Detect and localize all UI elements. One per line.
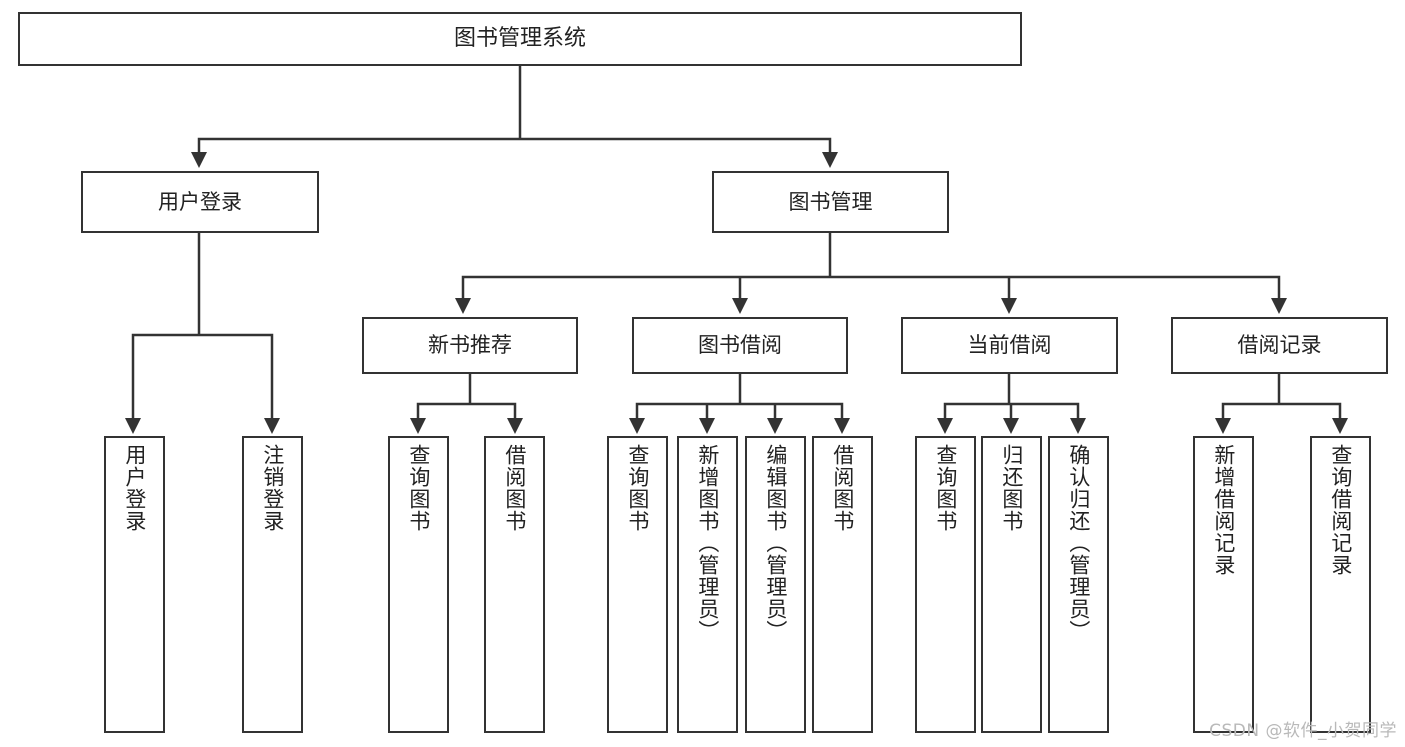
node-user-login[interactable]: 用户登录 [81, 171, 319, 233]
node-leaf-edit-book[interactable]: 编辑图书（管理员） [745, 436, 806, 733]
node-root[interactable]: 图书管理系统 [18, 12, 1022, 66]
arrowhead-9 [507, 418, 523, 434]
node-leaf-borrow-book-1[interactable]: 借阅图书 [484, 436, 545, 733]
arrowhead-13 [834, 418, 850, 434]
node-label-root: 图书管理系统 [453, 26, 586, 52]
node-new-book-recommend[interactable]: 新书推荐 [362, 317, 578, 374]
node-leaf-query-record[interactable]: 查询借阅记录 [1310, 436, 1371, 733]
arrowhead-16 [1070, 418, 1086, 434]
node-label-leaf-query-book-1: 查询图书 [406, 444, 431, 532]
node-label-current-borrow: 当前借阅 [967, 333, 1052, 358]
watermark-label: CSDN @软件_小贺同学 [1209, 721, 1397, 741]
node-leaf-add-record[interactable]: 新增借阅记录 [1193, 436, 1254, 733]
arrowhead-5 [732, 298, 748, 314]
node-label-book-manage: 图书管理 [788, 189, 873, 214]
node-current-borrow[interactable]: 当前借阅 [901, 317, 1118, 374]
connector-path-3 [416, 372, 517, 429]
arrowhead-4 [455, 298, 471, 314]
node-label-leaf-query-book-2: 查询图书 [625, 444, 650, 532]
connector-path-2 [461, 231, 1281, 310]
arrowhead-18 [1332, 418, 1348, 434]
node-label-leaf-add-record: 新增借阅记录 [1211, 444, 1236, 576]
node-label-leaf-edit-book: 编辑图书（管理员） [763, 444, 788, 642]
arrowhead-10 [629, 418, 645, 434]
node-label-leaf-logout: 注销登录 [260, 444, 285, 532]
arrowhead-0 [191, 152, 207, 168]
node-leaf-add-book[interactable]: 新增图书（管理员） [677, 436, 738, 733]
arrowhead-15 [1003, 418, 1019, 434]
node-leaf-user-login[interactable]: 用户登录 [104, 436, 165, 733]
node-leaf-logout[interactable]: 注销登录 [242, 436, 303, 733]
node-leaf-query-book-3[interactable]: 查询图书 [915, 436, 976, 733]
node-book-manage[interactable]: 图书管理 [712, 171, 949, 233]
node-label-leaf-return-book: 归还图书 [999, 444, 1024, 532]
node-book-borrow[interactable]: 图书借阅 [632, 317, 848, 374]
node-label-leaf-confirm-return: 确认归还（管理员） [1066, 444, 1091, 642]
connector-path-5 [943, 372, 1080, 429]
node-label-user-login: 用户登录 [158, 189, 242, 214]
arrowhead-12 [767, 418, 783, 434]
node-label-leaf-borrow-book-1: 借阅图书 [502, 444, 527, 532]
node-leaf-borrow-book-2[interactable]: 借阅图书 [812, 436, 873, 733]
arrowhead-8 [410, 418, 426, 434]
node-label-leaf-borrow-book-2: 借阅图书 [830, 444, 855, 532]
arrowhead-3 [264, 418, 280, 434]
node-leaf-query-book-1[interactable]: 查询图书 [388, 436, 449, 733]
arrowhead-17 [1215, 418, 1231, 434]
node-label-leaf-add-book: 新增图书（管理员） [695, 444, 720, 642]
node-leaf-confirm-return[interactable]: 确认归还（管理员） [1048, 436, 1109, 733]
arrowhead-2 [125, 418, 141, 434]
node-label-book-borrow: 图书借阅 [698, 333, 782, 358]
arrowhead-11 [699, 418, 715, 434]
arrowhead-1 [822, 152, 838, 168]
node-label-new-book-recommend: 新书推荐 [428, 333, 512, 358]
node-leaf-return-book[interactable]: 归还图书 [981, 436, 1042, 733]
node-leaf-query-book-2[interactable]: 查询图书 [607, 436, 668, 733]
connector-path-1 [131, 231, 274, 429]
node-label-leaf-user-login: 用户登录 [122, 444, 147, 532]
connector-path-0 [197, 64, 832, 164]
node-label-borrow-record: 借阅记录 [1237, 333, 1322, 358]
node-borrow-record[interactable]: 借阅记录 [1171, 317, 1388, 374]
connector-path-4 [635, 372, 844, 429]
node-label-leaf-query-book-3: 查询图书 [933, 444, 958, 532]
arrowhead-7 [1271, 298, 1287, 314]
arrowhead-14 [937, 418, 953, 434]
node-label-leaf-query-record: 查询借阅记录 [1328, 444, 1353, 576]
arrowhead-6 [1001, 298, 1017, 314]
connector-path-6 [1221, 372, 1342, 429]
